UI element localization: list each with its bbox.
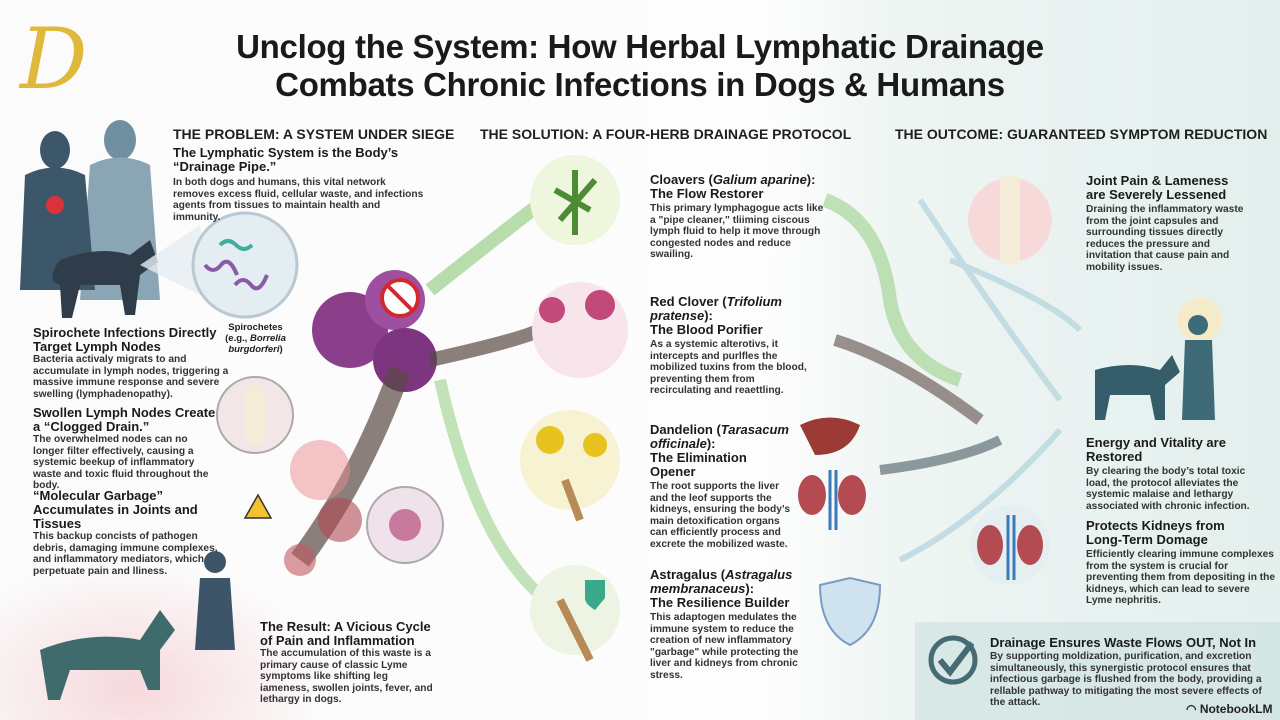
herb-after: ): [745, 581, 755, 596]
problem-item: Swollen Lymph Nodes Create a “Clogged Dr… [33, 406, 218, 492]
herb-role: The Elimination Opener [650, 450, 747, 479]
problem-item: “Molecular Garbage” Accumulates in Joint… [33, 489, 233, 577]
summary: Drainage Ensures Waste Flows OUT, Not In… [990, 636, 1275, 709]
logo-letter: D [20, 10, 88, 108]
outcome-title: Joint Pain & Lameness are Severely Lesse… [1086, 173, 1229, 202]
herb-name: Cloavers ( [650, 172, 713, 187]
problem-item: Spirochete Infections Directly Target Ly… [33, 326, 233, 400]
herb-name: Dandelion ( [650, 422, 721, 437]
problem-item-body: This backup concists of pathogen debris,… [33, 531, 218, 577]
herb-red-clover: Red Clover (Trifolium pratense):The Bloo… [650, 295, 835, 397]
herb-body: As a systemic alterotivs, it intercepts … [650, 339, 807, 396]
dog-silhouette-illustration [52, 240, 158, 318]
herb-name: Astragalus ( [650, 567, 726, 582]
outcome-item: Joint Pain & Lameness are Severely Lesse… [1086, 174, 1246, 273]
intro-title: The Lymphatic System is the Body’s “Drai… [173, 145, 399, 174]
herb-name: Red Clover ( [650, 294, 727, 309]
herb-body: This adaptogen medulates the immune syst… [650, 612, 799, 681]
outcome-body: By clearing the body’s total toxic load,… [1086, 466, 1250, 512]
biohazard-icon [243, 493, 273, 519]
notebooklm-brand: ◠ NotebookLM [1186, 702, 1272, 716]
spirochetes-label-text: Spirochetes (e.g., [225, 322, 283, 344]
intro-body: In both dogs and humans, this vital netw… [173, 177, 424, 223]
summary-title: Drainage Ensures Waste Flows OUT, Not In [990, 635, 1257, 650]
outcome-item: Protects Kidneys from Long-Term Domage E… [1086, 519, 1276, 607]
joint-inflammation-illustration [216, 376, 444, 564]
result-title: The Result: A Vicious Cycle of Pain and … [260, 619, 431, 648]
herb-title: Astragalus (Astragalus membranaceus):The… [650, 568, 820, 610]
herb-after: ): [704, 308, 713, 323]
problem-result: The Result: A Vicious Cycle of Pain and … [260, 620, 440, 706]
problem-intro: The Lymphatic System is the Body’s “Drai… [173, 146, 428, 223]
problem-item-body: Bacteria activaly migrats to and accumul… [33, 354, 229, 400]
problem-header: THE PROBLEM: A SYSTEM UNDER SIEGE [173, 126, 455, 142]
problem-item-title: Spirochete Infections Directly Target Ly… [33, 325, 217, 354]
page-title: Unclog the System: How Herbal Lymphatic … [160, 28, 1120, 104]
herb-role: The Blood Porifier [650, 322, 763, 337]
herb-title: Red Clover (Trifolium pratense):The Bloo… [650, 295, 835, 337]
person-and-dog-in-pain-illustration [40, 551, 235, 700]
spirochetes-species: Borrelia burgdorferi [228, 333, 286, 355]
herb-cleavers: Cloavers (Galium aparine): The Flow Resto… [650, 173, 830, 261]
problem-item-title: “Molecular Garbage” Accumulates in Joint… [33, 488, 198, 531]
summary-panel [915, 622, 1280, 720]
herb-latin: Astragalus membranaceus [650, 567, 793, 596]
herb-latin: Tarasacum officinale [650, 422, 789, 451]
brand-text: NotebookLM [1199, 702, 1273, 716]
outcome-header: THE OUTCOME: GUARANTEED SYMPTOM REDUCTIO… [895, 126, 1268, 142]
outcome-title: Protects Kidneys from Long-Term Domage [1086, 518, 1225, 547]
herb-title: Cloavers (Galium aparine): The Flow Resto… [650, 173, 830, 201]
herb-body: This primary lymphagogue acts like a "pi… [650, 203, 824, 260]
notebooklm-icon: ◠ [1186, 702, 1200, 716]
molecular-garbage-illustration [284, 440, 362, 576]
herb-dandelion: Dandelion (Tarasacum officinale):The Eli… [650, 423, 790, 550]
herb-after: ): [806, 172, 816, 187]
herb-after: ): [706, 436, 716, 451]
checkmark-icon [928, 635, 978, 685]
herb-latin: Trifolium pratense [650, 294, 782, 323]
outcome-item: Energy and Vitality are Restored By clea… [1086, 436, 1276, 512]
herb-latin: Galium aparine [712, 172, 807, 187]
outcome-body: Efficiently clearing immune complexes fr… [1086, 549, 1276, 606]
herb-title: Dandelion (Tarasacum officinale):The Eli… [650, 423, 790, 479]
problem-item-body: The overwhelmed nodes can no longer filt… [33, 434, 209, 491]
spirochetes-label: Spirochetes (e.g., Borrelia burgdorferi) [225, 322, 286, 355]
outcome-body: Draining the inflammatory waste from the… [1086, 204, 1244, 273]
spirochete-magnifier-illustration [140, 211, 299, 319]
outcome-title: Energy and Vitality are Restored [1086, 435, 1226, 464]
herb-body: The root supports the liver and the leof… [650, 481, 791, 550]
herb-role: The Flow Restorer [650, 186, 764, 201]
title-line-2: Combats Chronic Infections in Dogs & Hum… [275, 66, 1005, 103]
outcome-illustrations [968, 175, 1222, 585]
organ-illustrations [798, 417, 882, 647]
herb-astragalus: Astragalus (Astragalus membranaceus):The… [650, 568, 820, 681]
herb-illustrations [520, 155, 628, 662]
result-body: The accumulation of this waste is a prim… [260, 648, 433, 705]
herb-role: The Resilience Builder [650, 595, 790, 610]
summary-body: By supporting moldization, purification,… [990, 651, 1262, 708]
logo: D [20, 14, 100, 104]
title-line-1: Unclog the System: How Herbal Lymphatic … [236, 28, 1044, 65]
problem-item-title: Swollen Lymph Nodes Create a “Clogged Dr… [33, 405, 216, 434]
solution-header: THE SOLUTION: A FOUR-HERB DRAINAGE PROTO… [480, 126, 852, 142]
lymph-node-illustration [312, 270, 437, 392]
